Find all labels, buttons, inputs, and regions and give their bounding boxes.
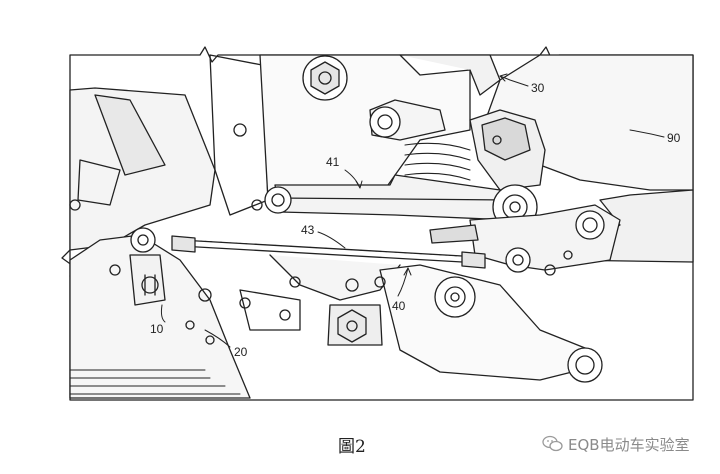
ref-41: 41 [326,155,340,169]
ref-30: 30 [531,81,545,95]
wechat-icon [542,435,563,452]
ref-40: 40 [392,299,406,313]
sensor-connector [469,109,546,191]
upper-pivot-bracket [369,99,446,141]
ref-20: 20 [234,345,248,359]
shift-lever-40 [429,204,621,273]
watermark: EQB电动车实验室 [542,434,690,454]
fastener-bolts [69,123,573,345]
watermark-text: EQB电动车实验室 [568,435,690,454]
top-bolt [302,55,348,101]
spring-coil [404,142,471,181]
heat-sink-fins [69,369,241,395]
ref-43: 43 [301,223,315,237]
reference-numerals: 30 90 41 43 40 10 20 [150,81,681,359]
foot-pedal-10 [129,254,166,306]
leader-lines [160,73,665,348]
ref-10: 10 [150,322,164,336]
hex-nut [337,309,367,343]
tie-rod-43 [130,227,486,269]
figure-caption: 圖2 [338,437,366,457]
lower-pivot-bolt [434,276,476,318]
ref-90: 90 [667,131,681,145]
mount-bolt [567,347,603,383]
